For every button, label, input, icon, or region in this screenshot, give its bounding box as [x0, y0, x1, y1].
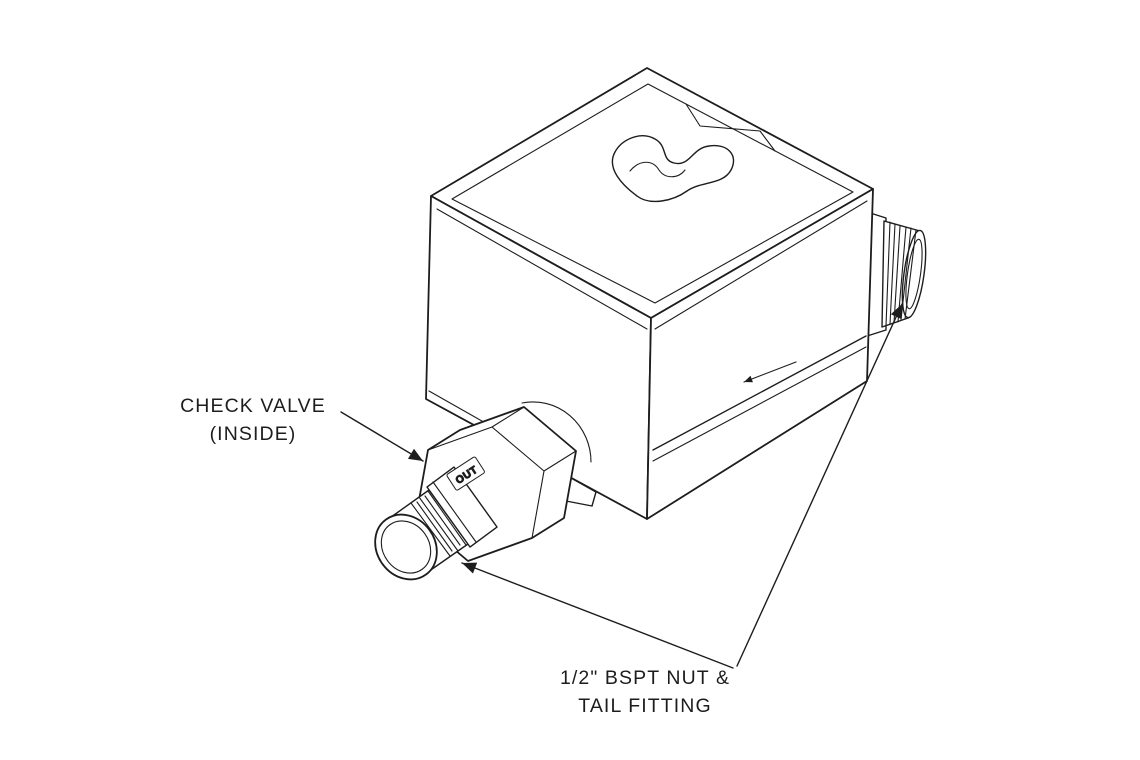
right-fitting-threads — [885, 221, 917, 327]
tail-tip-face — [374, 513, 438, 581]
tail-threads — [410, 490, 467, 557]
leader-check-valve — [340, 411, 424, 462]
outlet-nut-and-tail: OUT — [374, 406, 577, 581]
leader-bspt-left — [461, 562, 734, 669]
out-plate-frame — [446, 456, 485, 491]
leader-bspt-right — [736, 303, 903, 667]
logo-outline — [611, 135, 735, 203]
lid-edge-right — [654, 200, 868, 330]
label-check-valve-line2: (INSIDE) — [210, 423, 297, 445]
lid-inner-panel — [451, 83, 854, 304]
body-seam-upper — [652, 335, 867, 451]
annotations — [340, 303, 903, 669]
lid-clip-tab — [685, 103, 776, 152]
label-bspt-line1: 1/2" BSPT NUT & — [560, 667, 730, 689]
hex-nut-facets — [427, 406, 577, 539]
flow-direction-arrow — [743, 361, 797, 383]
lid-edge-front — [436, 208, 648, 330]
right-fitting-tip-chamfer — [905, 238, 923, 310]
body-seam-lower — [652, 346, 867, 462]
label-check-valve-line1: CHECK VALVE — [180, 395, 326, 417]
logo-inner-curve — [629, 161, 686, 178]
tail-collar — [426, 466, 498, 548]
tail-collar-step — [432, 481, 477, 543]
brand-wave-logo — [611, 135, 735, 203]
labels: CHECK VALVE (INSIDE) 1/2" BSPT NUT & TAI… — [180, 395, 730, 717]
tail-tip-chamfer — [380, 520, 432, 574]
outlet-boss-arc — [521, 401, 592, 463]
label-bspt-line2: TAIL FITTING — [578, 695, 711, 717]
valve-body — [425, 67, 874, 520]
